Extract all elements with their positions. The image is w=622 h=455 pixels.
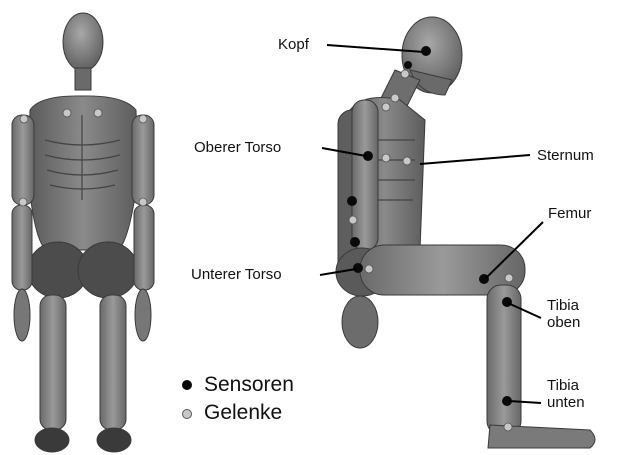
label-sternum: Sternum — [537, 147, 594, 164]
joint-marker — [63, 109, 71, 117]
leader-line-sternum — [420, 155, 530, 164]
joint-marker — [403, 157, 411, 165]
joint-marker — [19, 198, 27, 206]
legend-sensor-label: Sensoren — [204, 373, 294, 397]
joint-marker — [391, 94, 399, 102]
front-neck — [75, 68, 91, 90]
front-pelvis-right — [78, 242, 138, 298]
front-hand-left — [14, 289, 30, 341]
legend-joint-marker — [182, 409, 192, 419]
sensor-marker — [350, 237, 360, 247]
label-oberer-torso: Oberer Torso — [194, 139, 281, 156]
label-kopf: Kopf — [278, 36, 309, 53]
front-forearm-right — [134, 205, 154, 290]
side-hand — [342, 296, 378, 348]
front-hand-right — [135, 289, 151, 341]
joint-marker — [401, 70, 409, 78]
joint-marker — [382, 154, 390, 162]
joint-marker — [365, 265, 373, 273]
legend-joint-label: Gelenke — [204, 401, 282, 425]
front-view-dummy — [12, 13, 154, 452]
front-leg-right — [100, 295, 126, 430]
front-foot-left — [35, 428, 69, 452]
joint-marker — [94, 109, 102, 117]
joint-marker — [139, 115, 147, 123]
sensor-marker — [353, 263, 363, 273]
label-unterer-torso: Unterer Torso — [191, 266, 282, 283]
sensor-marker — [404, 61, 412, 69]
sensor-marker — [347, 196, 357, 206]
sensor-marker — [502, 297, 512, 307]
front-upper-arm-right — [132, 115, 154, 205]
joint-marker — [349, 216, 357, 224]
front-leg-left — [40, 295, 66, 430]
joint-marker — [504, 423, 512, 431]
joint-marker — [505, 274, 513, 282]
label-femur: Femur — [548, 205, 591, 222]
front-torso — [28, 96, 138, 250]
side-upper-arm — [352, 100, 378, 250]
joint-marker — [382, 103, 390, 111]
label-tibia-oben: Tibia oben — [547, 297, 580, 331]
front-upper-arm-left — [12, 115, 34, 205]
legend-sensor-marker — [182, 380, 192, 390]
front-foot-right — [97, 428, 131, 452]
joint-marker — [139, 198, 147, 206]
joint-marker — [20, 115, 28, 123]
front-head — [63, 13, 103, 71]
label-tibia-unten: Tibia unten — [547, 377, 585, 411]
front-forearm-left — [12, 205, 32, 290]
